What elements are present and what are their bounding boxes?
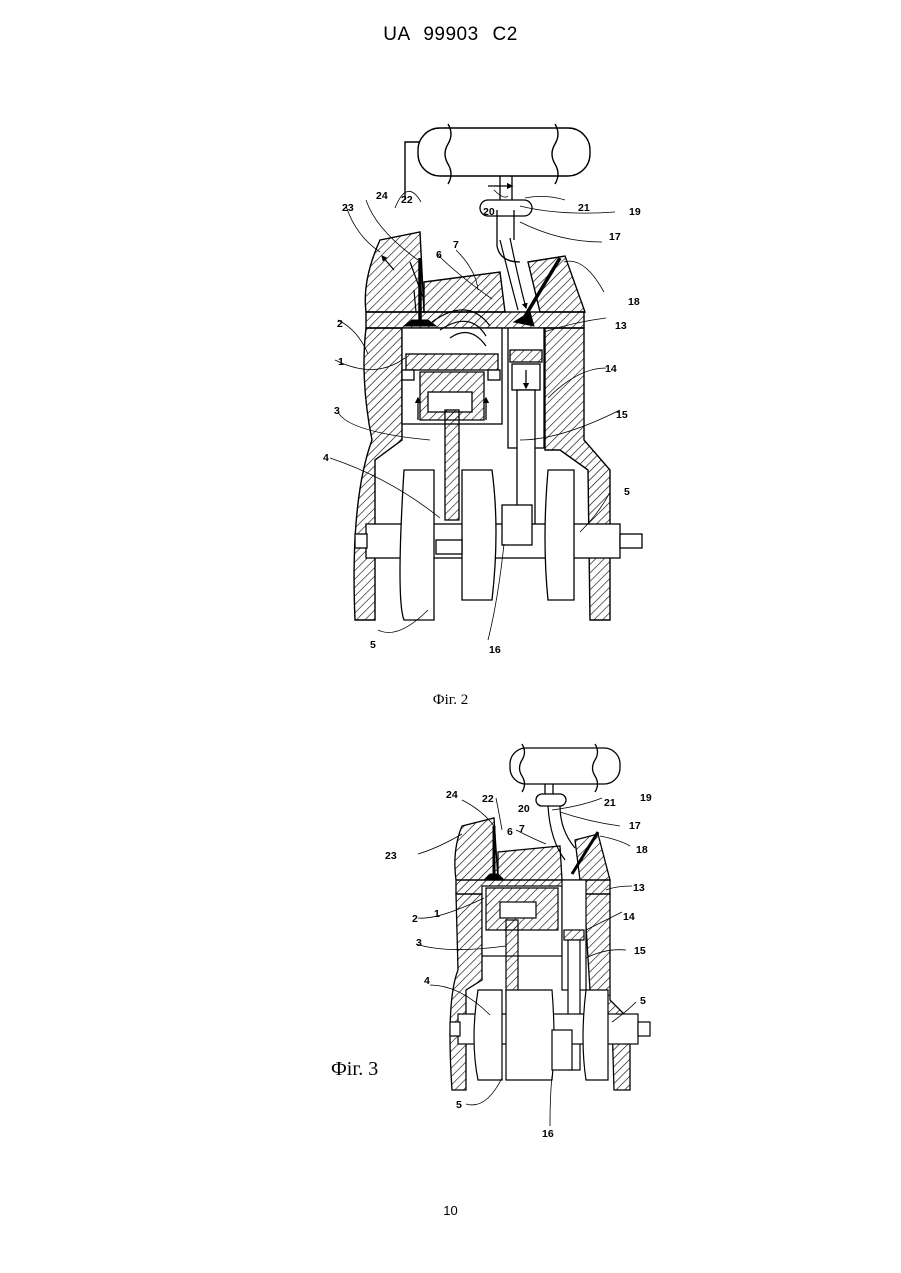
fig3-label-17: 17 [629,820,641,832]
fig3-label-3: 3 [416,937,422,949]
fig3-label-1: 1 [434,908,440,920]
fig3-label-19: 19 [640,792,652,804]
fig3-label-23: 23 [385,850,397,862]
fig3-label-13: 13 [633,882,645,894]
fig3-label-2: 2 [412,913,418,925]
fig3-label-18: 18 [636,844,648,856]
figure-3-caption: Фіг. 3 [331,1058,378,1081]
fig3-label-15: 15 [634,945,646,957]
fig3-label-16: 16 [542,1128,554,1140]
fig3-label-24: 24 [446,789,458,801]
fig3-label-14: 14 [623,911,635,923]
fig3-label-4: 4 [424,975,430,987]
fig3-label-6: 6 [507,826,513,838]
fig3-label-21: 21 [604,797,616,809]
fig3-cylinder [482,886,562,1000]
fig3-label-5-right: 5 [640,995,646,1007]
fig3-label-20: 20 [518,803,530,815]
fig3-label-5-bottom: 5 [456,1099,462,1111]
fig3-label-22: 22 [482,793,494,805]
fig3-label-7: 7 [519,823,525,835]
page-number: 10 [0,1203,901,1218]
figure-3-drawing: 24 22 20 21 19 17 6 7 18 23 13 1 14 2 3 … [0,0,901,1160]
